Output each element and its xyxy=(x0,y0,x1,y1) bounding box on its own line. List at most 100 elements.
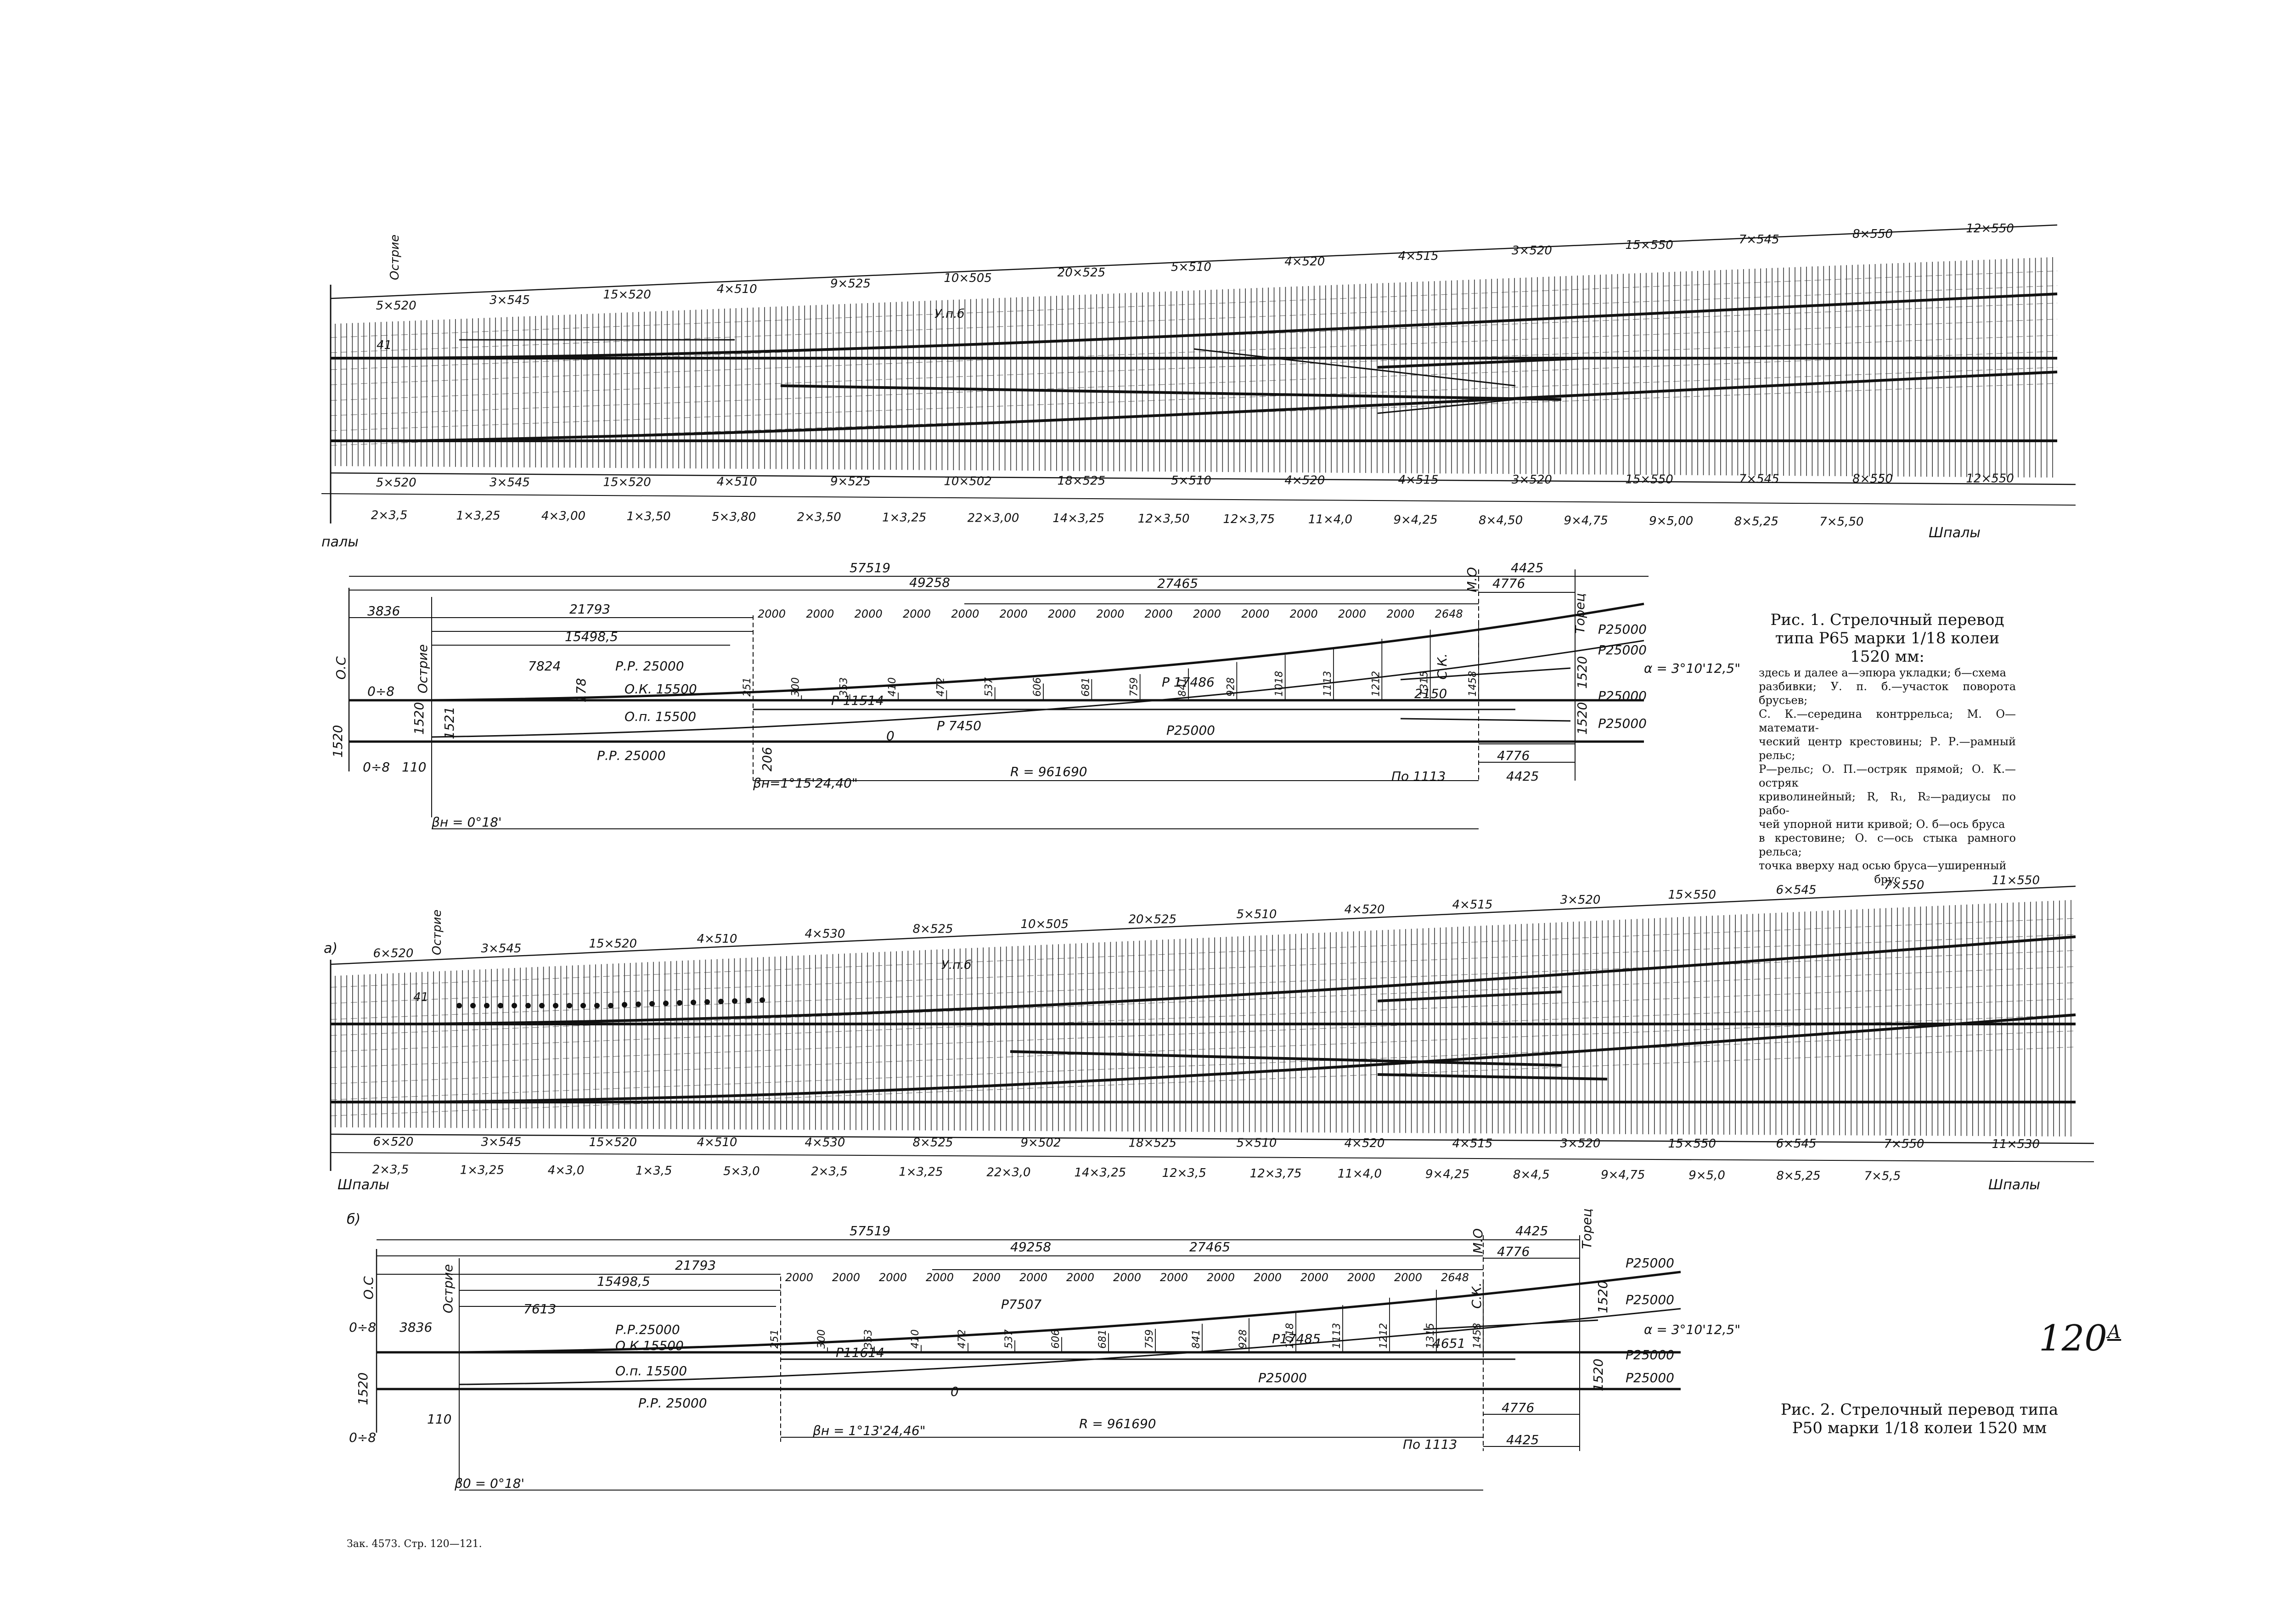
sleeper-group-label: 9×5,0 xyxy=(1688,1169,1725,1182)
fig2-1520-a: 1520 xyxy=(355,1373,371,1405)
page-footer: Зак. 4573. Стр. 120—121. xyxy=(347,1538,482,1550)
ordinate-value: 1315 xyxy=(1425,1323,1436,1349)
caption-line: С. К.—середина контррельса; М. О—математ… xyxy=(1759,708,2016,734)
fig1-zero: 0 xyxy=(886,728,895,743)
segment-bottom-label: 18×525 xyxy=(1129,1136,1177,1150)
ordinate-value: 681 xyxy=(1097,1329,1109,1349)
segment-bottom-label: 15×550 xyxy=(1668,1137,1716,1151)
step-dimension: 2000 xyxy=(758,608,786,620)
segment-top-label: 20×525 xyxy=(1129,912,1177,926)
sleeper-group-label: 12×3,50 xyxy=(1138,512,1190,526)
segment-top-label: 10×505 xyxy=(944,271,992,285)
ordinate-value: 1315 xyxy=(1419,671,1430,697)
sleeper-group-label: 14×3,25 xyxy=(1074,1166,1126,1180)
step-dimension: 2000 xyxy=(903,608,931,620)
fig1-dim-7824: 7824 xyxy=(528,658,561,674)
caption-line: брус xyxy=(1874,873,1901,886)
sleeper-group-label: 2×3,5 xyxy=(371,508,408,522)
fig2-shpaly-right: Шпалы xyxy=(1988,1177,2040,1193)
fig1-caption: Рис. 1. Стрелочный перевод типа Р65 марк… xyxy=(1759,611,2016,886)
fig1-p7450: Р 7450 xyxy=(937,718,981,733)
step-dimension: 2000 xyxy=(1300,1271,1328,1284)
fig2-dim-27465: 27465 xyxy=(1189,1239,1230,1255)
segment-top-label: 3×545 xyxy=(481,942,522,956)
fig1-p25000-b: Р25000 xyxy=(1598,642,1647,658)
caption-line: в крестовине; О. с—ось стыка рамного рел… xyxy=(1759,832,2016,858)
segment-bottom-label: 4×530 xyxy=(805,1136,845,1149)
segment-top-label: 10×505 xyxy=(1021,917,1069,931)
ordinate-value: 1212 xyxy=(1370,671,1382,697)
ordinate-value: 928 xyxy=(1238,1329,1249,1349)
fig1-0plus8-b: 0÷8 xyxy=(363,759,390,775)
fig2-op: О.п. 15500 xyxy=(615,1363,687,1378)
segment-top-label: 5×510 xyxy=(1171,260,1211,274)
page-number: 120А xyxy=(2039,1318,2121,1359)
fig1-op: О.п. 15500 xyxy=(625,709,696,724)
sleeper-group-label: 1×3,25 xyxy=(456,509,500,523)
sleeper-group-label: 1×3,25 xyxy=(460,1163,504,1177)
fig1-1520-c: 1520 xyxy=(1575,656,1590,689)
sleeper-group-label: 2×3,5 xyxy=(372,1163,409,1176)
segment-top-label: 5×520 xyxy=(376,299,416,313)
segment-top-label: 4×510 xyxy=(697,932,737,946)
fig1-os-label: О.С xyxy=(333,656,349,680)
segment-bottom-label: 4×515 xyxy=(1398,473,1439,487)
fig1-torec: Торец xyxy=(1572,593,1587,634)
ordinate-value: 841 xyxy=(1191,1329,1202,1349)
step-dimension: 2000 xyxy=(806,608,834,620)
ordinate-value: 300 xyxy=(816,1329,827,1349)
fig2-dim-57519: 57519 xyxy=(850,1223,890,1238)
fig1-pr1: Р.Р. 25000 xyxy=(615,658,684,674)
fig1-ck: С.К. xyxy=(1435,653,1450,680)
fig1-178: 178 xyxy=(574,678,589,703)
fig2-dim-3836: 3836 xyxy=(400,1320,432,1335)
caption-line: криволинейный; R, R₁, R₂—радиусы по рабо… xyxy=(1759,790,2016,817)
fig2-caption-title: Рис. 2. Стрелочный перевод типа Р50 марк… xyxy=(1780,1401,2059,1437)
fig2-dim-49258: 49258 xyxy=(1010,1239,1051,1255)
fig2-4651: 4651 xyxy=(1433,1336,1465,1351)
fig2-p25000-a: Р25000 xyxy=(1626,1255,1674,1271)
ordinate-value: 251 xyxy=(742,677,753,697)
fig1-206: 206 xyxy=(760,747,775,771)
fig1-beta0: βн = 0°18' xyxy=(431,815,502,830)
ordinate-value: 1018 xyxy=(1274,671,1285,697)
fig1-p25000-a: Р25000 xyxy=(1598,622,1647,637)
step-dimension: 2000 xyxy=(1386,608,1414,620)
ordinate-value: 928 xyxy=(1225,677,1237,697)
ordinate-value: 1113 xyxy=(1331,1323,1343,1349)
fig1-p25000-mid: Р25000 xyxy=(1166,723,1215,738)
segment-bottom-label: 15×550 xyxy=(1625,473,1673,486)
fig2-p25000-d: Р25000 xyxy=(1626,1370,1674,1385)
fig2-1520-c: 1520 xyxy=(1591,1359,1606,1391)
fig2-dim-21793: 21793 xyxy=(675,1258,716,1273)
caption-line: точка вверху над осью бруса—уширенный xyxy=(1759,859,2007,872)
fig2-p7507: Р7507 xyxy=(1001,1297,1041,1312)
segment-top-label: 15×520 xyxy=(589,937,637,951)
segment-top-label: 7×545 xyxy=(1739,233,1779,247)
segment-top-label: 11×550 xyxy=(1992,873,2040,887)
step-dimension: 2000 xyxy=(1290,608,1318,620)
fig2-ck: С.К. xyxy=(1469,1283,1484,1309)
segment-top-label: 3×520 xyxy=(1560,893,1601,907)
fig2-ostrie-label: Острие xyxy=(430,910,444,955)
segment-top-label: 6×520 xyxy=(373,947,414,961)
segment-bottom-label: 7×550 xyxy=(1884,1137,1925,1151)
step-dimension: 2000 xyxy=(1207,1271,1235,1284)
fig2-dim-4776-top: 4776 xyxy=(1497,1244,1530,1259)
ordinate-value: 410 xyxy=(887,677,898,697)
step-dimension: 2000 xyxy=(1019,1271,1047,1284)
sleeper-group-label: 12×3,75 xyxy=(1223,512,1275,526)
fig1-1521: 1521 xyxy=(442,707,457,739)
step-dimension: 2000 xyxy=(1241,608,1269,620)
fig2-layout-scheme xyxy=(376,1235,1681,1491)
step-dimension: 2000 xyxy=(1000,608,1028,620)
fig1-ostrie-label: Острие xyxy=(388,235,402,280)
sleeper-group-label: 7×5,5 xyxy=(1864,1170,1901,1183)
segment-bottom-label: 11×530 xyxy=(1992,1137,2040,1151)
step-dimension: 2000 xyxy=(1347,1271,1375,1284)
fig1-palyi-label: палы xyxy=(321,534,359,550)
segment-top-label: 7×550 xyxy=(1884,878,1925,892)
fig2-ok: О.К 15500 xyxy=(615,1338,684,1353)
segment-bottom-label: 4×520 xyxy=(1284,473,1325,487)
